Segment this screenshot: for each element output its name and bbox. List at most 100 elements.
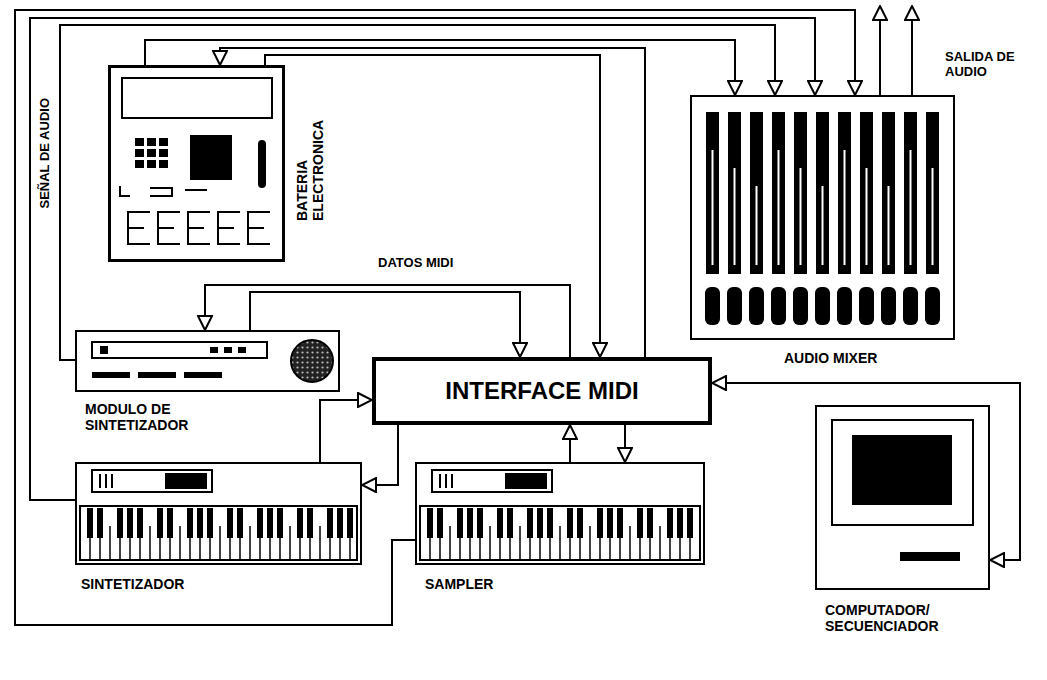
synth-module-art [138, 372, 176, 378]
synth-keyboard-art [92, 470, 212, 492]
drum-pads [147, 149, 156, 157]
keyboard-keys [97, 508, 103, 538]
synth-keyboard-art [80, 506, 357, 560]
connector [250, 292, 520, 357]
mixer-faders [749, 287, 764, 325]
synth-module-art [210, 347, 218, 353]
mixer-faders [882, 112, 895, 274]
mixer-faders [844, 150, 846, 265]
keyboard-keys [489, 526, 491, 560]
device-label: AUDIO MIXER [784, 350, 944, 366]
drum-machine-art [190, 135, 232, 180]
synth-keyboard-art [100, 474, 112, 488]
connector [712, 383, 1020, 560]
mixer-outputs [911, 6, 913, 95]
keyboard-keys [519, 526, 521, 560]
mixer-faders [794, 112, 807, 274]
drum-pads [159, 149, 168, 157]
synth-keyboard-art [80, 470, 357, 560]
computer-art [832, 420, 973, 561]
sampler: SAMPLER [415, 462, 705, 565]
mixer-faders [705, 112, 940, 325]
computer-sequencer: COMPUTADOR/ SECUENCIADOR [815, 405, 990, 590]
keyboard-keys [319, 526, 321, 560]
keyboard-keys [297, 508, 303, 538]
segment-display [128, 212, 270, 244]
device-label: SINTETIZADOR [81, 576, 281, 592]
mixer-faders [771, 287, 786, 325]
synth-module-art [291, 340, 333, 382]
mixer-faders [706, 112, 719, 274]
label-holder: SAMPLER [425, 576, 625, 592]
synth-module-art [238, 347, 246, 353]
drum-pads [135, 160, 144, 168]
keyboard-keys [227, 508, 233, 538]
mixer-faders [910, 150, 912, 265]
keyboard-keys [337, 508, 343, 538]
synth-keyboard-art [165, 473, 207, 489]
drum-pads [135, 138, 144, 146]
drum-machine-art [122, 78, 272, 118]
synth-module-art [92, 342, 267, 358]
device-label: MODULO DE SINTETIZADOR [85, 401, 225, 433]
signal-label: SEÑAL DE AUDIO [38, 98, 53, 209]
audio-output-label: SALIDA DE AUDIO [945, 50, 1043, 80]
keyboard-keys [597, 508, 603, 538]
keyboard-keys [577, 508, 583, 538]
keyboard-keys [167, 508, 173, 538]
mixer-faders [926, 112, 939, 274]
node-label: INTERFACE MIDI [445, 377, 638, 405]
keyboard-keys [109, 526, 111, 560]
mixer-faders [903, 287, 918, 325]
synth-module-art [100, 346, 108, 354]
keyboard-keys [589, 526, 591, 560]
drum-pads [135, 138, 168, 168]
mixer-faders [778, 150, 780, 265]
connector [320, 400, 372, 462]
mixer-faders [860, 112, 873, 274]
keyboard-keys [467, 508, 473, 538]
mixer-outputs [879, 6, 881, 95]
mixer-faders [793, 287, 808, 325]
mixer-faders [837, 287, 852, 325]
mixer-faders [712, 150, 714, 265]
device-label: SAMPLER [425, 576, 625, 592]
keyboard-keys [457, 508, 463, 538]
mixer-faders [881, 287, 896, 325]
connector [569, 425, 571, 462]
midi-interface: INTERFACE MIDI [372, 357, 712, 425]
keyboard-keys [87, 508, 93, 538]
segment-display [188, 212, 210, 244]
label-holder: AUDIO MIXER [784, 350, 944, 366]
mixer-faders [815, 287, 830, 325]
synth-module-art [224, 347, 232, 353]
keyboard-keys [347, 508, 353, 538]
keyboard-keys [427, 508, 433, 538]
keyboard-keys [547, 508, 553, 538]
label-holder: SEÑAL DE AUDIO [38, 95, 149, 113]
mixer-faders [772, 112, 785, 274]
mixer-faders [932, 168, 934, 265]
keyboard-keys [267, 508, 273, 538]
keyboard-keys [219, 526, 221, 560]
mixer-faders [859, 287, 874, 325]
keyboard-keys [87, 508, 353, 560]
label-holder: SINTETIZADOR [81, 576, 281, 592]
keyboard-keys [207, 508, 213, 538]
keyboard-keys [117, 508, 123, 538]
connector [205, 285, 570, 357]
synth-module: MODULO DE SINTETIZADOR [75, 330, 340, 392]
keyboard-keys [629, 526, 631, 560]
label-holder: SALIDA DE AUDIO [945, 50, 1043, 80]
mixer-faders [866, 168, 868, 265]
drum-pads [147, 160, 156, 168]
keyboard-keys [537, 508, 543, 538]
drum-pads [135, 149, 144, 157]
mixer-faders [756, 186, 758, 265]
mixer-faders [838, 112, 851, 274]
label-holder: COMPUTADOR/ SECUENCIADOR [825, 602, 965, 634]
connector [362, 425, 398, 485]
keyboard-keys [659, 526, 661, 560]
keyboard-keys [607, 508, 613, 538]
keyboard-keys [437, 508, 443, 538]
